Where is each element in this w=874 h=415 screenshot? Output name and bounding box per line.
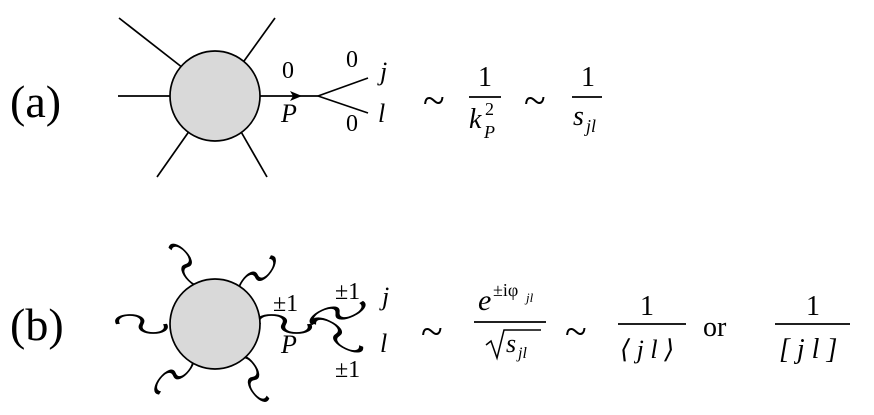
momentum-p-label: P [280, 330, 297, 359]
amplitude-blob [169, 50, 261, 142]
helicity-l-label: ±1 [335, 357, 360, 383]
sim-a-1: ~ [423, 78, 445, 123]
fraction-a-1-subscript: P [483, 122, 495, 142]
fraction-b-2: 1 ⟨ j l ⟩ [618, 291, 686, 364]
fraction-a-2-numerator: 1 [581, 62, 595, 93]
fraction-a-2-subscript: jl [584, 116, 596, 136]
line-upper-left [118, 17, 184, 69]
fraction-b-1-superscript: ±iφ [493, 280, 518, 300]
leg-j-label: j [377, 57, 387, 86]
line-upper-right [238, 17, 276, 69]
gluon-left [115, 313, 168, 335]
fraction-a-2-denominator: s [573, 101, 584, 132]
leg-j-label: j [379, 282, 389, 311]
sqrt-icon [485, 329, 541, 361]
fraction-b-1-subscript: jl [516, 345, 527, 362]
fraction-b-1-superscript-subscript: jl [524, 290, 534, 305]
sim-b-1: ~ [421, 309, 443, 354]
fraction-b-3-numerator: 1 [806, 291, 820, 322]
helicity-l-label: 0 [346, 111, 358, 137]
panel-b: (b) ±1 P ±1 j ±1 l ~ e ±iφ jl s jl ~ 1 [10, 240, 850, 405]
panel-a-external-lines [118, 17, 369, 178]
helicity-p-label: ±1 [273, 291, 298, 317]
helicity-j-label: 0 [346, 47, 358, 73]
helicity-j-label: ±1 [335, 279, 360, 305]
fraction-b-2-denominator: ⟨ j l ⟩ [620, 335, 674, 364]
fraction-a-1-denominator: k [469, 104, 482, 135]
fraction-a-1: 1 k 2 P [469, 62, 501, 142]
fraction-a-1-superscript: 2 [485, 99, 494, 119]
fraction-b-3-denominator: [ j l ] [779, 334, 837, 365]
leg-l-label: l [380, 329, 387, 358]
gluon-l [309, 315, 366, 354]
fraction-b-1: e ±iφ jl s jl [474, 280, 546, 362]
leg-l-label: l [378, 99, 385, 128]
or-text: or [703, 312, 727, 343]
momentum-p-label: P [280, 99, 297, 128]
amplitude-blob [169, 278, 261, 370]
line-lower-right [239, 129, 268, 178]
fraction-a-2: 1 s jl [572, 62, 602, 136]
sim-b-2: ~ [565, 309, 587, 354]
propagator-arrow-icon [290, 91, 302, 101]
helicity-p-label: 0 [282, 58, 294, 84]
line-j [317, 77, 369, 97]
fraction-b-2-numerator: 1 [640, 291, 654, 322]
panel-a: (a) 0 P 0 j 0 l ~ 1 k 2 P ~ 1 [10, 17, 602, 178]
panel-b-label: (b) [10, 299, 64, 350]
fraction-b-1-numerator: e [478, 284, 491, 317]
panel-a-label: (a) [10, 76, 61, 127]
fraction-b-3: 1 [ j l ] [775, 291, 850, 365]
fraction-a-1-numerator: 1 [478, 62, 492, 93]
sim-a-2: ~ [524, 78, 546, 123]
line-lower-left [156, 129, 191, 178]
fraction-b-1-denominator: s [506, 329, 516, 358]
line-l [317, 95, 369, 114]
